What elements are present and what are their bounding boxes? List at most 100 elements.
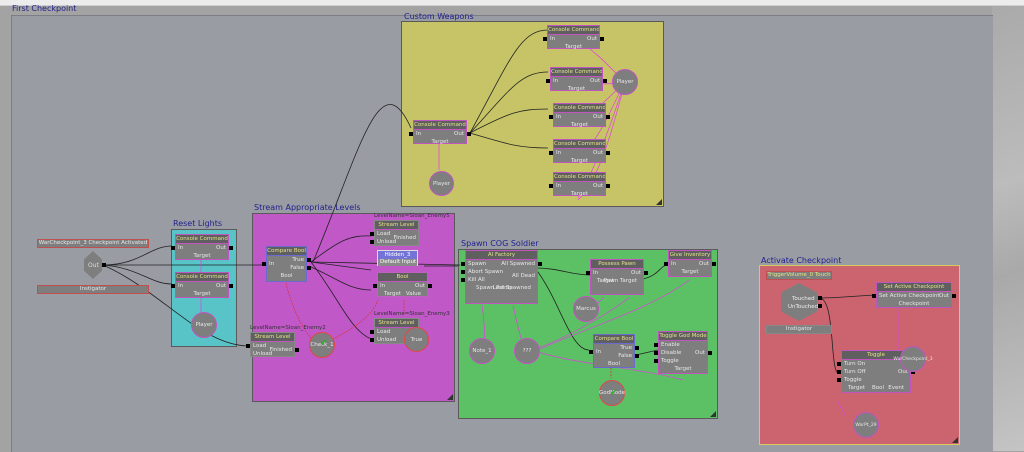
out-label: Out <box>216 283 226 289</box>
group-title-custom-weapons: Custom Weapons <box>404 12 474 21</box>
untouched-pin[interactable] <box>818 304 822 308</box>
warpt-variable[interactable]: WarPt_29 <box>853 412 879 438</box>
compare-bool-node[interactable]: Compare Bool True In False Bool <box>589 334 639 368</box>
in-pin[interactable] <box>546 79 550 83</box>
in-label: In <box>556 150 562 156</box>
out-pin[interactable] <box>229 284 233 288</box>
turn-off-pin[interactable] <box>837 370 841 374</box>
finished-pin[interactable] <box>295 348 299 352</box>
in-pin[interactable] <box>171 246 175 250</box>
marcus-variable[interactable]: Marcus <box>573 296 599 322</box>
out-pin[interactable] <box>600 37 604 41</box>
unload-pin[interactable] <box>370 338 374 342</box>
turn-off-label: Turn Off <box>844 369 866 375</box>
abort-spawn-pin[interactable] <box>461 270 465 274</box>
player-variable[interactable]: Player <box>612 69 638 95</box>
out-pin[interactable] <box>606 184 610 188</box>
out-pin[interactable] <box>603 79 607 83</box>
out-pin[interactable] <box>467 132 471 136</box>
in-pin[interactable] <box>549 184 553 188</box>
in-pin[interactable] <box>171 284 175 288</box>
out-pin[interactable] <box>229 246 233 250</box>
in-pin[interactable] <box>373 284 377 288</box>
warcheckpoint-variable[interactable]: WarCheckpoint_3 <box>893 346 933 372</box>
godmode-bool-variable[interactable]: GodMode✔ <box>599 380 625 406</box>
all-spawned-pin[interactable] <box>538 262 542 266</box>
spawn-pin[interactable] <box>461 262 465 266</box>
player-variable[interactable]: Player <box>429 171 454 196</box>
true-bool-variable[interactable]: True <box>404 327 429 352</box>
unknown-variable[interactable]: ??? <box>514 338 540 364</box>
player-variable[interactable]: Player <box>191 312 217 338</box>
in-pin[interactable] <box>586 271 590 275</box>
resize-handle[interactable] <box>447 394 453 400</box>
in-pin[interactable] <box>664 262 668 266</box>
true-pin[interactable] <box>635 346 639 350</box>
trigger-touch-event-node[interactable] <box>781 283 817 321</box>
check-bool-variable[interactable]: Check_1✔ <box>309 332 335 358</box>
load-pin[interactable] <box>370 232 374 236</box>
in-pin[interactable] <box>409 132 413 136</box>
set-active-checkpoint-node[interactable]: Set Active Checkpoint Set Active Checkpo… <box>872 282 956 308</box>
out-pin[interactable] <box>606 115 610 119</box>
load-pin[interactable] <box>246 344 250 348</box>
toggle-pin[interactable] <box>837 378 841 382</box>
unload-pin[interactable] <box>370 240 374 244</box>
in-label: Set Active Checkpoint <box>879 293 940 299</box>
trigger-event-title: TriggerVolume_0 Touch <box>766 271 832 280</box>
in-pin[interactable] <box>872 294 876 298</box>
out-pin[interactable] <box>952 294 956 298</box>
resize-handle[interactable] <box>952 437 958 443</box>
in-pin[interactable] <box>543 37 547 41</box>
false-pin[interactable] <box>635 354 639 358</box>
target-label: Target <box>570 122 588 128</box>
out-pin[interactable] <box>644 271 648 275</box>
disable-pin[interactable] <box>654 351 658 355</box>
resize-handle[interactable] <box>710 411 716 417</box>
out-pin[interactable] <box>708 351 712 355</box>
group-title-stream-levels: Stream Appropriate Levels <box>254 203 361 212</box>
in-pin[interactable] <box>549 115 553 119</box>
hidden-node[interactable]: Hidden_3 Default Input <box>377 250 418 266</box>
turn-on-pin[interactable] <box>837 362 841 366</box>
false-label: False <box>290 265 304 271</box>
false-pin[interactable] <box>307 266 311 270</box>
in-pin[interactable] <box>589 350 593 354</box>
enable-pin[interactable] <box>654 343 658 347</box>
out-pin[interactable] <box>712 262 716 266</box>
touched-pin[interactable] <box>818 296 822 300</box>
true-pin[interactable] <box>307 258 311 262</box>
out-label: Out <box>590 78 600 84</box>
note-variable[interactable]: Note_1 <box>469 338 495 364</box>
out-pin[interactable] <box>428 284 432 288</box>
in-label: In <box>178 245 184 251</box>
in-pin[interactable] <box>549 151 553 155</box>
out-pin[interactable] <box>606 151 610 155</box>
group-stream-levels[interactable] <box>252 213 455 402</box>
in-pin[interactable] <box>262 262 266 266</box>
checkpoint-event-node[interactable] <box>84 251 102 279</box>
resize-handle[interactable] <box>656 199 662 205</box>
kill-all-pin[interactable] <box>461 278 465 282</box>
out-pin[interactable] <box>911 370 915 374</box>
load-pin[interactable] <box>370 330 374 334</box>
compare-bool-node[interactable]: Compare Bool True In False Bool <box>262 246 311 282</box>
toggle-pin[interactable] <box>654 359 658 363</box>
event-out-pin[interactable] <box>102 263 106 267</box>
